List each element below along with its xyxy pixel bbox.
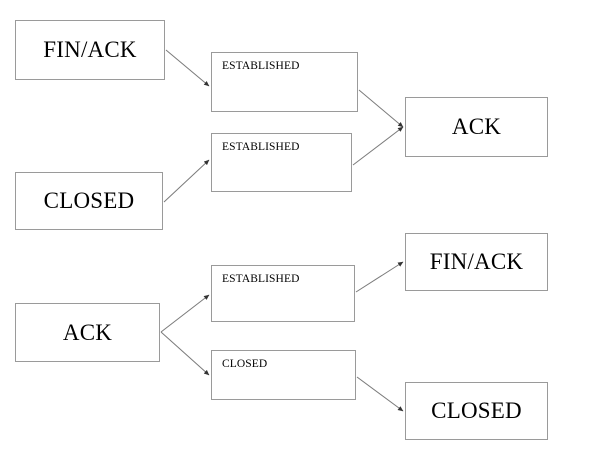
- state-node-label: CLOSED: [43, 188, 135, 214]
- state-node-n5[interactable]: CLOSED: [15, 172, 163, 230]
- state-node-label: FIN/ACK: [43, 37, 137, 63]
- state-node-label: ESTABLISHED: [222, 60, 300, 72]
- state-node-n6[interactable]: ACK: [15, 303, 160, 362]
- state-node-n8[interactable]: FIN/ACK: [405, 233, 548, 291]
- state-node-label: CLOSED: [431, 398, 522, 424]
- transition-arrow-e7: [355, 261, 404, 293]
- transition-arrow-e3: [358, 89, 404, 128]
- transition-arrow-e2: [163, 159, 210, 203]
- transition-arrow-e4: [352, 126, 404, 166]
- state-node-n3[interactable]: ESTABLISHED: [211, 133, 352, 192]
- state-node-label: FIN/ACK: [429, 249, 524, 275]
- transition-arrow-e8: [356, 376, 404, 412]
- state-node-n2[interactable]: ESTABLISHED: [211, 52, 358, 112]
- state-node-label: ESTABLISHED: [222, 273, 300, 285]
- transition-arrow-e6: [160, 331, 210, 376]
- state-node-label: ACK: [451, 114, 502, 140]
- state-node-n9[interactable]: CLOSED: [211, 350, 356, 400]
- state-node-label: ESTABLISHED: [222, 141, 300, 153]
- transition-arrow-e1: [165, 49, 210, 87]
- state-node-n4[interactable]: ACK: [405, 97, 548, 157]
- state-node-label: CLOSED: [222, 358, 268, 370]
- state-node-label: ACK: [62, 319, 113, 345]
- transition-arrow-e5: [160, 294, 210, 333]
- state-node-n1[interactable]: FIN/ACK: [15, 20, 165, 80]
- state-node-n10[interactable]: CLOSED: [405, 382, 548, 440]
- state-node-n7[interactable]: ESTABLISHED: [211, 265, 355, 322]
